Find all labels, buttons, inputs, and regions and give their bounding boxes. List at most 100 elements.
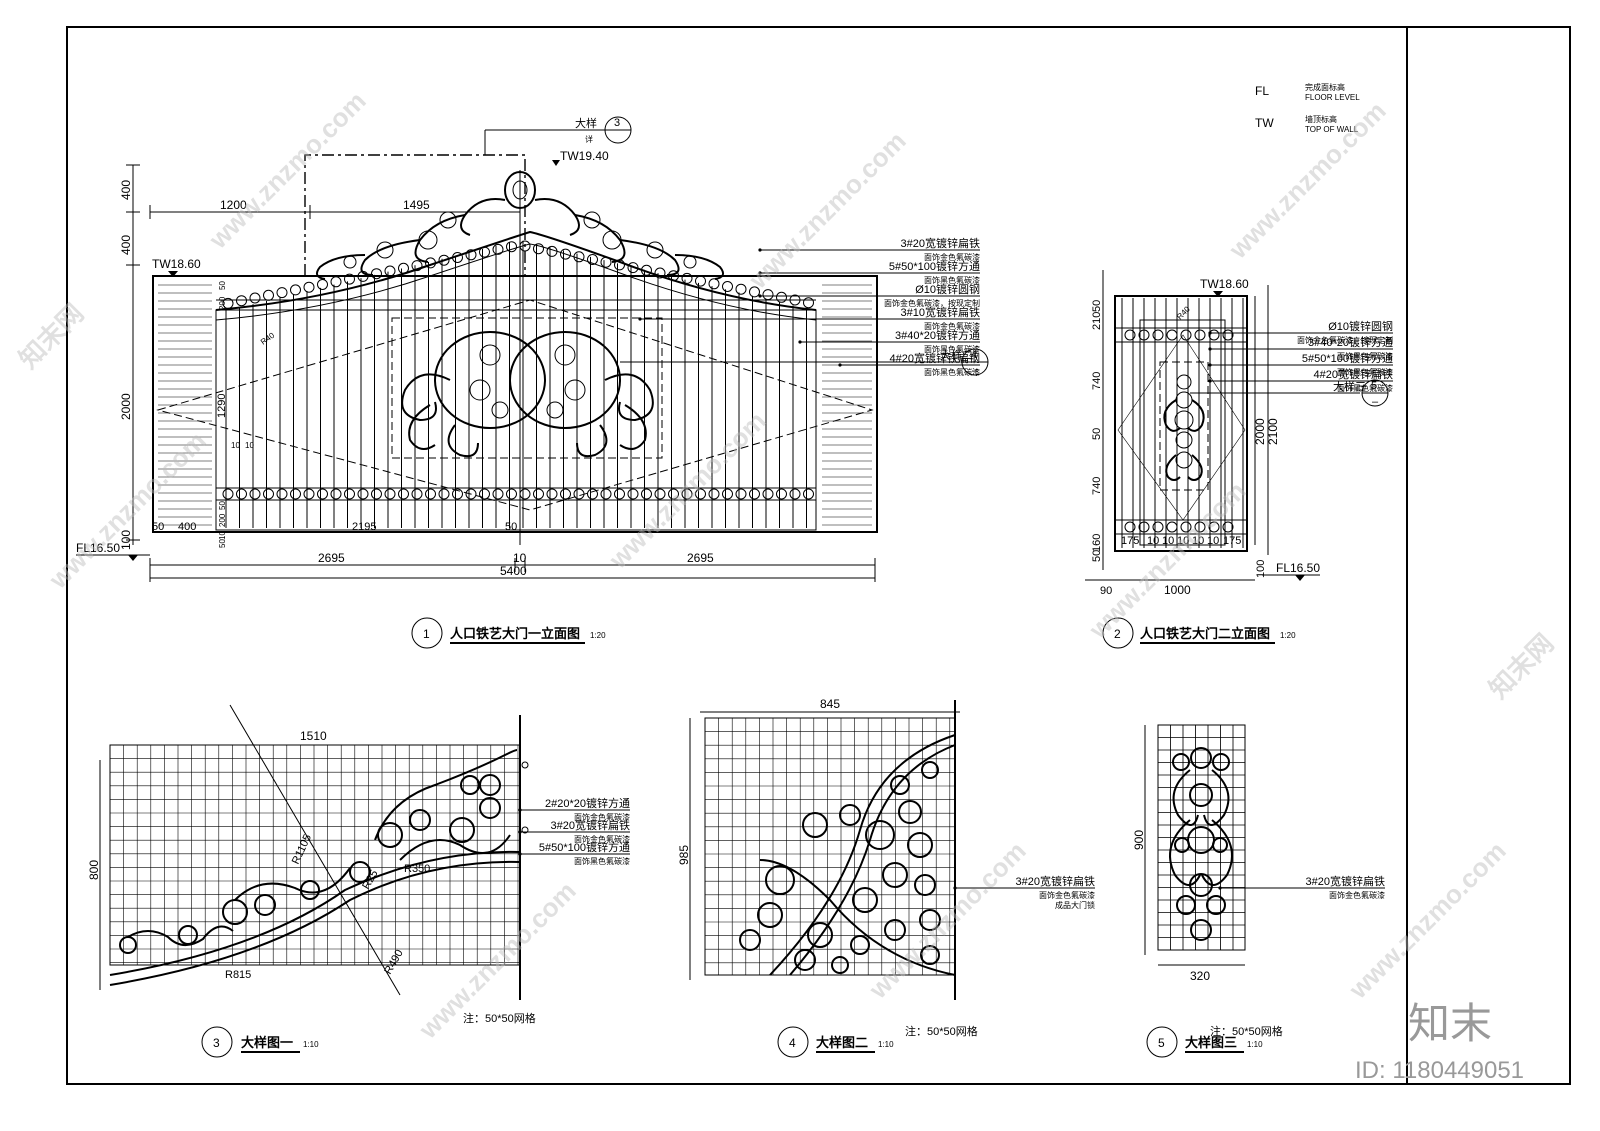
note-spec: 4#20宽镀锌扁铁 bbox=[1314, 367, 1393, 381]
rail-ring bbox=[398, 488, 409, 500]
rail-ring bbox=[506, 488, 517, 500]
detail3-arch-curve bbox=[109, 860, 521, 986]
rail-ring bbox=[749, 286, 760, 298]
note-dot bbox=[758, 271, 762, 275]
elev1-dim-400b: 400 bbox=[119, 235, 133, 255]
rail-ring bbox=[735, 488, 747, 500]
detail3-r2: R350 bbox=[404, 863, 430, 875]
rail-ring bbox=[344, 488, 355, 500]
elev1-dim-5400: 5400 bbox=[500, 564, 527, 578]
rail-ring bbox=[276, 488, 288, 500]
note-dot bbox=[798, 340, 802, 344]
elev1-dim-50e: 50 bbox=[218, 539, 227, 548]
elev2-fl: FL16.50 bbox=[1276, 561, 1320, 575]
rail-ring bbox=[344, 273, 355, 285]
rail-ring bbox=[317, 279, 328, 290]
note-spec: 3#20宽镀锌扁铁 bbox=[1306, 874, 1385, 888]
rail-ring bbox=[479, 246, 490, 258]
detail4-scale: 1:10 bbox=[878, 1040, 894, 1049]
rail-ring bbox=[263, 488, 274, 500]
note-finish: 面饰黑色氟碳漆 bbox=[924, 344, 980, 354]
note-finish: 面饰金色氟碳漆 bbox=[574, 834, 630, 844]
elev1-dim-2695b: 2695 bbox=[687, 551, 714, 565]
elev2-dim-10c: 10 bbox=[1177, 535, 1189, 547]
note-finish: 面饰黑色氟碳漆 bbox=[924, 367, 980, 377]
detail5-title: 大样图三 bbox=[1185, 1035, 1237, 1050]
elev1-left-dim-ticks bbox=[126, 164, 140, 541]
grid-border bbox=[1157, 724, 1246, 951]
note-dot bbox=[518, 830, 522, 834]
elev1-dim-2000: 2000 bbox=[119, 393, 133, 420]
elev2-dim-10e: 10 bbox=[1207, 535, 1219, 547]
watermark-url-6: www.znzmo.com bbox=[1082, 476, 1251, 645]
detail5-grid-note: 注：50*50网格 bbox=[1210, 1024, 1283, 1038]
rail-ring bbox=[465, 249, 477, 261]
detail3-scroll-ornament bbox=[119, 749, 529, 954]
rail-ring bbox=[1152, 521, 1164, 533]
rail-ring bbox=[641, 264, 652, 276]
rail-ring bbox=[789, 294, 801, 306]
elev1-radius: R40 bbox=[259, 331, 277, 347]
detail4-grid-note: 注：50*50网格 bbox=[905, 1024, 978, 1038]
rail-ring bbox=[600, 256, 612, 268]
note-dot bbox=[1208, 363, 1212, 367]
watermark-url-5: www.znzmo.com bbox=[602, 406, 771, 575]
note-dot bbox=[758, 294, 762, 298]
rail-ring bbox=[222, 297, 234, 309]
note-finish: 面饰金色氟碳漆 bbox=[924, 321, 980, 331]
detail3-radius-line bbox=[229, 704, 401, 996]
elev1-dim-2195: 2195 bbox=[352, 521, 376, 533]
rail-ring bbox=[695, 488, 706, 500]
watermark: www.znzmo.com www.znzmo.com www.znzmo.co… bbox=[13, 86, 1559, 1084]
rail-ring bbox=[479, 488, 490, 500]
note-extra: 成品大门锁 bbox=[1055, 900, 1095, 910]
note-spec: 3#20宽镀锌扁铁 bbox=[1016, 874, 1095, 888]
rail-ring bbox=[330, 276, 342, 288]
note-spec: 5#50*100镀锌方通 bbox=[1302, 351, 1393, 365]
note-spec: 3#40*20镀锌方通 bbox=[895, 328, 980, 342]
note-finish: 面饰黑色氟碳漆 bbox=[1337, 383, 1393, 393]
note-finish: 面饰金色氟碳漆，按现定制 bbox=[1297, 335, 1393, 345]
detail3-r1: R1105 bbox=[290, 833, 314, 867]
elevation-2: TW18.60 FL16.50 50 210 740 50 740 160 50… bbox=[1085, 270, 1393, 649]
rail-ring bbox=[722, 488, 733, 500]
elev2-inner-frame bbox=[1139, 319, 1226, 546]
elev2-dim-740a: 740 bbox=[1091, 372, 1103, 390]
rail-ring bbox=[560, 488, 571, 500]
rail-ring bbox=[1124, 329, 1136, 341]
rail-ring bbox=[600, 488, 612, 500]
detail3-title: 大样图一 bbox=[241, 1035, 293, 1050]
elev1-dim-50a: 50 bbox=[152, 521, 164, 533]
rail-ring bbox=[384, 265, 396, 277]
detail3-arch-curve-inner bbox=[109, 850, 521, 976]
elev2-title: 人口铁艺大门二立面图 bbox=[1140, 626, 1270, 641]
rail-ring bbox=[654, 488, 666, 500]
elev1-ornament-guide bbox=[391, 317, 663, 459]
elev1-dim-10a: 10 bbox=[231, 441, 240, 450]
watermark-url-2: www.znzmo.com bbox=[742, 126, 911, 295]
elev2-detail-ref-label: 大样三 bbox=[1333, 379, 1366, 393]
elev1-title: 人口铁艺大门一立面图 bbox=[450, 626, 580, 641]
elev1-dim-2695a: 2695 bbox=[318, 551, 345, 565]
elev2-scale: 1:20 bbox=[1280, 631, 1296, 640]
elev1-dim-10: 10 bbox=[513, 551, 527, 565]
elev1-dim-50c: 50 bbox=[218, 281, 227, 290]
note-dot bbox=[638, 317, 642, 321]
sheet-border bbox=[66, 26, 1571, 1085]
rail-ring bbox=[587, 254, 598, 265]
elev2-title-num: 2 bbox=[1114, 627, 1121, 641]
legend-fl-cn: 完成面标高 bbox=[1305, 82, 1345, 92]
note-dot bbox=[1218, 886, 1222, 890]
elev2-dim-50b: 50 bbox=[1091, 428, 1103, 440]
elev1-dim-100: 100 bbox=[119, 530, 133, 550]
elev2-detail-ref-num: 5 bbox=[1371, 380, 1377, 392]
legend: FL 完成面标高 FLOOR LEVEL TW 墙顶标高 TOP OF WALL bbox=[1255, 82, 1360, 134]
rail-ring bbox=[654, 267, 666, 279]
detail4-grid bbox=[704, 717, 956, 976]
rail-ring bbox=[398, 262, 409, 274]
note-finish: 面饰金色氟碳漆 bbox=[1329, 890, 1385, 900]
legend-tw-en: TOP OF WALL bbox=[1305, 125, 1359, 134]
elev2-dim-10b: 10 bbox=[1162, 535, 1174, 547]
